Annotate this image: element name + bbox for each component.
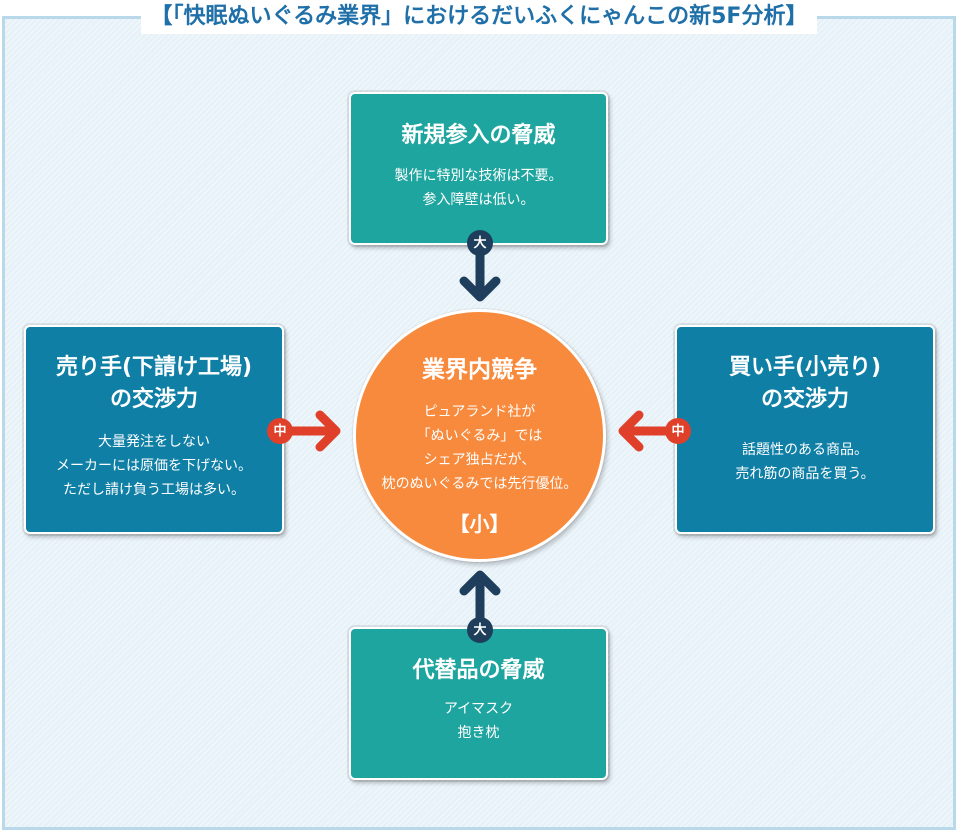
substitutes-title: 代替品の脅威 — [412, 658, 545, 683]
suppliers-title: 売り手(下請け工場) の交渉力 — [55, 355, 253, 412]
substitutes-rating-badge: 大 — [467, 617, 493, 643]
new-entrants-description: 製作に特別な技術は不要。 参入障壁は低い。 — [394, 168, 563, 208]
suppliers-box: 売り手(下請け工場) の交渉力 大量発注をしない メーカーには原価を下げない。 … — [24, 325, 284, 534]
buyers-rating-badge: 中 — [665, 418, 691, 444]
new-entrants-rating-badge: 大 — [467, 230, 493, 256]
title-bar: 【「快眠ぬいぐるみ業界」におけるだいふくにゃんこの新5F分析】 — [0, 0, 958, 36]
rivalry-description: ピュアランド社が 「ぬいぐるみ」では シェア独占だが、 枕のぬいぐるみでは先行優… — [381, 404, 578, 492]
buyers-title: 買い手(小売り) の交渉力 — [728, 355, 882, 412]
new-entrants-title: 新規参入の脅威 — [401, 123, 556, 148]
rivalry-rating: 【小】 — [449, 512, 510, 536]
rivalry-title: 業界内競争 — [422, 357, 537, 383]
suppliers-description: 大量発注をしない メーカーには原価を下げない。 ただし請け負う工場は多い。 — [56, 434, 252, 498]
new-entrants-box: 新規参入の脅威 製作に特別な技術は不要。 参入障壁は低い。 — [349, 92, 608, 245]
substitutes-description: アイマスク 抱き枕 — [443, 701, 514, 741]
substitutes-box: 代替品の脅威 アイマスク 抱き枕 — [349, 627, 608, 780]
buyers-box: 買い手(小売り) の交渉力 話題性のある商品。 売れ筋の商品を買う。 — [675, 325, 935, 534]
diagram-title: 【「快眠ぬいぐるみ業界」におけるだいふくにゃんこの新5F分析】 — [140, 0, 818, 34]
buyers-description: 話題性のある商品。 売れ筋の商品を買う。 — [735, 442, 875, 482]
suppliers-rating-badge: 中 — [267, 418, 293, 444]
rivalry-circle: 業界内競争 ピュアランド社が 「ぬいぐるみ」では シェア独占だが、 枕のぬいぐる… — [353, 309, 606, 562]
